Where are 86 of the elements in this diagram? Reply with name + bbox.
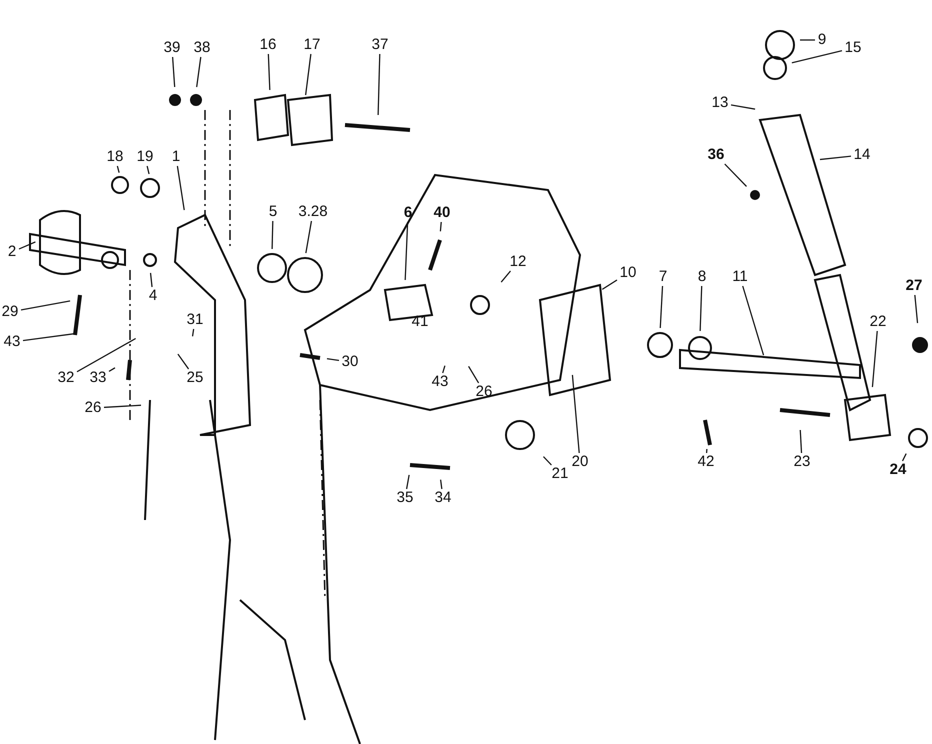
callout-number: 32 (55, 369, 77, 387)
leader-line (820, 156, 852, 160)
leader-line (800, 430, 802, 454)
leader-line (378, 54, 380, 116)
leader-line (150, 272, 153, 288)
callout-number: 10 (617, 264, 639, 282)
leader-line (177, 354, 190, 370)
callout-number: 34 (432, 489, 454, 507)
leader-line (196, 56, 202, 88)
callout-number: 42 (695, 453, 717, 471)
leader-line (706, 448, 708, 454)
callout-number: 43 (429, 373, 451, 391)
leader-line (272, 220, 274, 250)
leader-line (660, 286, 664, 328)
leader-line (468, 366, 480, 384)
callout-number: 17 (301, 36, 323, 54)
callout-number: 22 (867, 313, 889, 331)
leader-line (326, 358, 340, 362)
leader-line (792, 50, 842, 64)
callout-number: 11 (729, 268, 751, 286)
leader-line (76, 338, 136, 372)
callout-number: 25 (184, 369, 206, 387)
callout-number: 18 (104, 148, 126, 166)
callout-number: 4 (146, 287, 160, 305)
leader-line (172, 56, 176, 88)
callout-number: 27 (903, 277, 925, 295)
leader-line (730, 104, 756, 110)
callout-number: 20 (569, 453, 591, 471)
callout-number: 16 (257, 36, 279, 54)
leader-line (146, 166, 150, 174)
callout-number: 21 (549, 465, 571, 483)
leader-line (104, 404, 142, 408)
callout-number: 33 (87, 369, 109, 387)
leader-line (602, 279, 618, 290)
callout-number: 12 (507, 253, 529, 271)
callout-number: 14 (851, 146, 873, 164)
callout-number: 37 (369, 36, 391, 54)
callout-number: 6 (401, 204, 415, 222)
callout-number: 15 (842, 39, 864, 57)
callout-number: 35 (394, 489, 416, 507)
leader-line (108, 367, 116, 372)
callout-number: 38 (191, 39, 213, 57)
callout-number: 5 (266, 203, 280, 221)
callout-number: 2 (5, 243, 19, 261)
leader-line (192, 328, 194, 336)
callout-number: 19 (134, 148, 156, 166)
callout-number: 26 (473, 383, 495, 401)
leader-line (724, 164, 747, 187)
callout-number: 40 (431, 204, 453, 222)
callout-number: 1 (169, 148, 183, 166)
leader-line (22, 333, 76, 342)
leader-line (440, 222, 442, 232)
leader-line (914, 294, 918, 324)
callout-number: 36 (705, 146, 727, 164)
callout-number: 9 (815, 31, 829, 49)
callout-number: 31 (184, 311, 206, 329)
leader-line (176, 166, 185, 210)
leader-line (268, 54, 270, 90)
callout-number: 13 (709, 94, 731, 112)
callout-number: 29 (0, 303, 21, 321)
leader-line (543, 456, 552, 466)
callout-number: 43 (1, 333, 23, 351)
leader-line (872, 330, 878, 388)
callout-number: 7 (656, 268, 670, 286)
callout-number: 26 (82, 399, 104, 417)
leader-line (116, 166, 120, 173)
leader-line (500, 270, 511, 283)
leader-line (742, 286, 764, 356)
leader-line (18, 241, 36, 250)
callout-number: 30 (339, 353, 361, 371)
callout-number: 39 (161, 39, 183, 57)
leader-line (800, 39, 815, 41)
callout-number: 24 (887, 461, 909, 479)
leader-line (440, 480, 442, 490)
callout-number: 8 (695, 268, 709, 286)
leader-line (442, 366, 446, 374)
callout-number: 3.28 (293, 203, 333, 221)
leader-line (902, 453, 907, 462)
leader-line (305, 54, 312, 96)
leader-line (700, 286, 702, 332)
leader-line (406, 474, 410, 490)
leader-line (572, 374, 580, 454)
callout-number: 23 (791, 453, 813, 471)
leader-line (404, 222, 408, 280)
leader-line (305, 220, 312, 254)
leader-line (20, 300, 70, 311)
